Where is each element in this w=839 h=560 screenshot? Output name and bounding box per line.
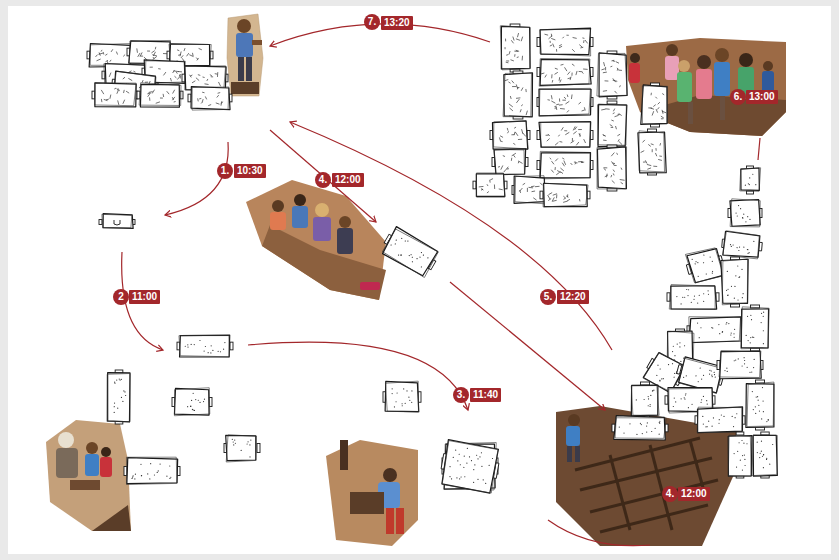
wood-block <box>537 59 593 87</box>
wood-block <box>224 435 260 462</box>
callout-number: 3. <box>453 387 469 403</box>
time-label: 11:40 <box>470 388 501 402</box>
wood-block <box>695 407 745 433</box>
route-line <box>548 520 650 546</box>
wood-block <box>612 416 668 440</box>
callout-number: 4. <box>315 172 331 188</box>
wood-block <box>537 88 593 116</box>
wood-block <box>741 305 769 351</box>
photo <box>626 38 786 136</box>
route-arrow <box>290 122 612 350</box>
photo <box>46 420 131 531</box>
wood-block <box>728 432 752 478</box>
time-label: 12:20 <box>557 290 589 304</box>
wood-block <box>473 173 507 197</box>
route-arrow <box>248 342 468 410</box>
block-group <box>87 24 777 494</box>
wood-block <box>728 199 762 227</box>
wood-block <box>684 246 727 285</box>
callout-number: 4. <box>662 486 678 502</box>
callout-number: 2 <box>113 289 129 305</box>
callout-number: 5. <box>540 289 556 305</box>
wood-block <box>182 66 228 90</box>
photo <box>227 14 263 96</box>
wood-block <box>638 129 666 175</box>
wood-block <box>752 432 777 478</box>
wood-block <box>537 151 593 179</box>
wood-block <box>746 380 774 430</box>
photo <box>326 440 418 546</box>
wood-block <box>177 335 233 357</box>
photo <box>246 180 386 300</box>
wood-block <box>172 388 212 416</box>
wood-block <box>537 28 593 56</box>
wood-block <box>92 83 138 107</box>
time-label: 12:00 <box>332 173 364 187</box>
wood-block <box>721 230 763 259</box>
wood-block <box>490 121 530 149</box>
callout-number: 6. <box>730 89 746 105</box>
wood-block <box>503 71 532 119</box>
route-arrow <box>270 130 376 222</box>
wood-block <box>687 317 743 343</box>
wood-block <box>597 101 626 149</box>
wood-block <box>721 257 748 307</box>
photo-group <box>46 14 786 546</box>
wood-block <box>379 225 441 278</box>
wood-block <box>537 122 593 148</box>
wood-block <box>540 183 590 207</box>
time-label: 10:30 <box>234 164 266 178</box>
wood-block <box>597 145 627 191</box>
time-label: 12:00 <box>678 487 710 501</box>
time-label: 13:00 <box>746 90 778 104</box>
wood-block <box>500 24 530 72</box>
wood-block <box>99 214 135 229</box>
route-arrow <box>270 24 490 46</box>
route-arrow <box>450 282 605 410</box>
wood-block <box>717 351 763 379</box>
wood-block <box>383 381 421 412</box>
route-arrow <box>165 142 228 215</box>
callout-number: 7. <box>364 14 380 30</box>
wood-block <box>597 51 627 99</box>
wood-block <box>641 83 668 127</box>
wood-block <box>438 439 501 494</box>
wood-block <box>107 370 130 424</box>
arrow-group <box>122 24 760 546</box>
wood-block <box>492 149 528 175</box>
wood-block <box>124 457 180 484</box>
time-label: 13:20 <box>381 16 413 30</box>
callout-number: 1. <box>217 163 233 179</box>
time-label: 11:00 <box>129 290 160 304</box>
wood-block <box>631 382 659 418</box>
wood-block <box>137 83 183 107</box>
wood-block <box>188 87 232 110</box>
wood-block <box>512 176 548 204</box>
wood-block <box>667 285 719 310</box>
route-line <box>758 138 760 160</box>
wood-block <box>740 166 761 194</box>
